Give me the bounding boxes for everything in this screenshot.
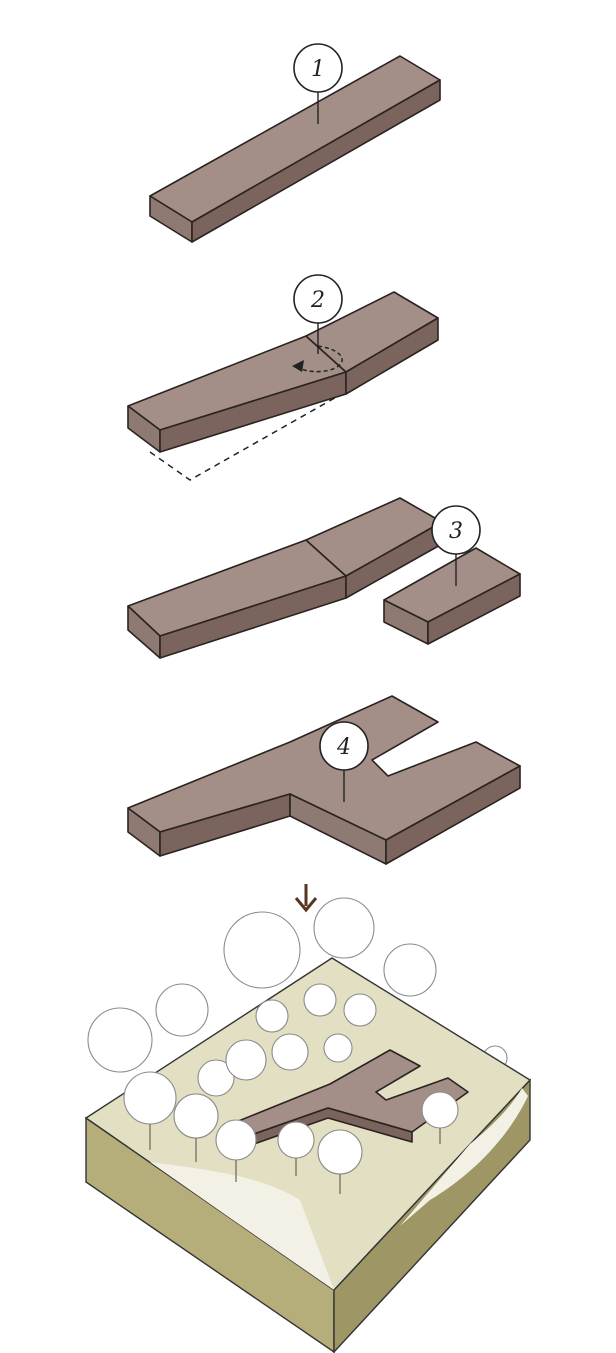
tree-icon [173, 1093, 219, 1139]
tree-icon [317, 1129, 363, 1175]
step-3-number: 3 [449, 519, 463, 544]
step-2-original-outline [149, 394, 341, 481]
step-3-wing-side [427, 573, 521, 645]
site-path-right [400, 1088, 528, 1226]
rotation-arrowhead [292, 360, 304, 372]
tree-icon [87, 1007, 153, 1073]
tree-icon [323, 1033, 353, 1063]
step-2-number: 2 [310, 288, 325, 313]
step-4-number: 4 [336, 735, 351, 760]
tree-icon [271, 1033, 309, 1071]
site-path [150, 1162, 334, 1290]
site-model [84, 897, 532, 1353]
step-3-marker [431, 505, 481, 555]
step-2-marker [293, 274, 343, 324]
tree-icon [225, 1039, 267, 1081]
foreground-trees [123, 983, 459, 1194]
tree-icon [155, 983, 209, 1037]
down-arrow-icon [294, 884, 318, 913]
step-4-massing: 4 [127, 695, 521, 865]
step-1-number: 1 [311, 57, 325, 82]
tree-icon [313, 897, 375, 959]
tree-icon [255, 999, 289, 1033]
step-1-marker [293, 43, 343, 93]
tree-icon [277, 1121, 315, 1159]
tree-icon [215, 1119, 257, 1161]
tree-icon [343, 993, 377, 1027]
background-trees [87, 897, 508, 1073]
tree-icon [223, 911, 301, 989]
tree-icon [123, 1071, 177, 1125]
step-4-side-face-right [385, 765, 521, 865]
tree-icon [421, 1091, 459, 1129]
tree-icon [383, 943, 437, 997]
step-4-marker [319, 721, 369, 771]
step-2-side-face-right [345, 317, 439, 395]
step-1-massing: 1 [149, 43, 441, 243]
tree-icon [303, 983, 337, 1017]
tree-icon [197, 1059, 235, 1097]
step-3-massing: 3 [127, 497, 521, 659]
step-1-side-face [191, 79, 441, 243]
step-1-top-face [149, 55, 441, 223]
step-2-massing: 2 [127, 274, 439, 481]
